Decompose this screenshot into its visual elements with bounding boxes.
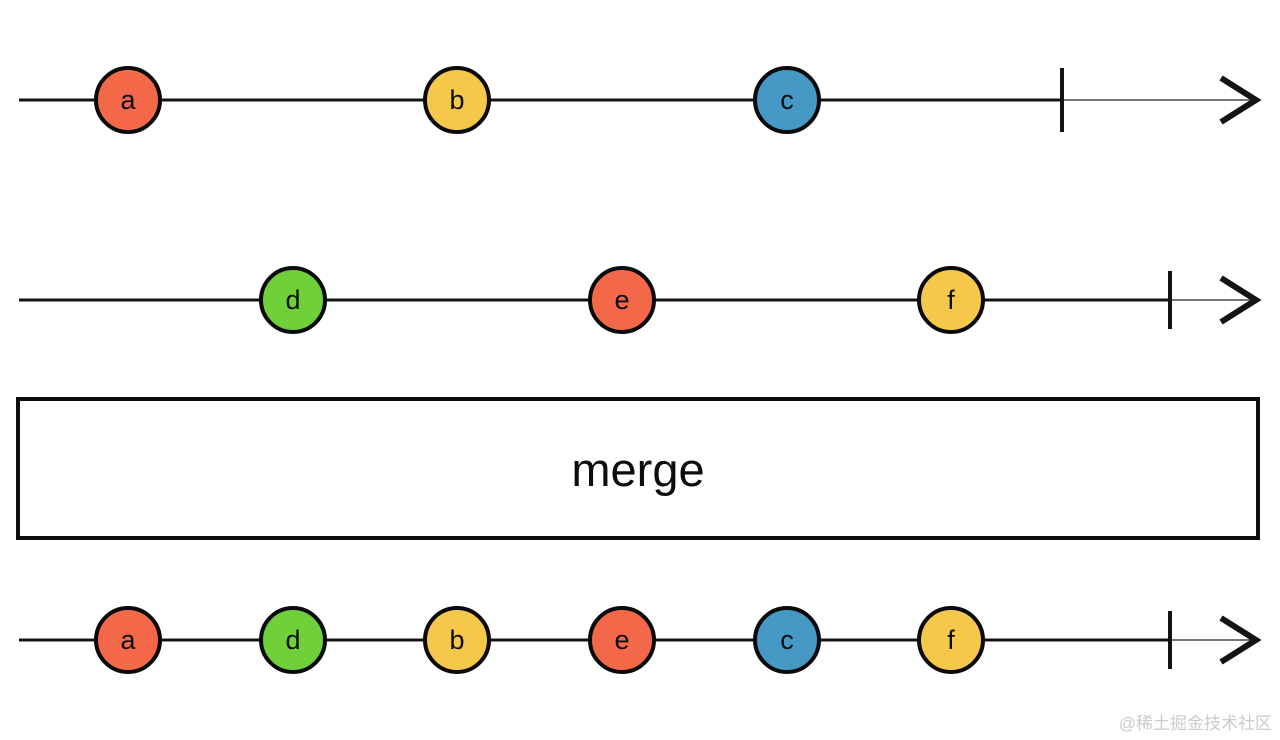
marble-a: a bbox=[94, 606, 162, 674]
timeline-arrowhead bbox=[1219, 75, 1262, 125]
marble-a: a bbox=[94, 66, 162, 134]
marble-e: e bbox=[588, 266, 656, 334]
marble-label: f bbox=[947, 625, 955, 655]
marble-circle bbox=[588, 606, 656, 674]
marble-circle bbox=[588, 266, 656, 334]
marble-circle bbox=[917, 606, 985, 674]
marble-b: b bbox=[423, 66, 491, 134]
marble-c: c bbox=[753, 606, 821, 674]
timeline-output: a d b e c f bbox=[19, 606, 1262, 674]
marble-circle bbox=[753, 606, 821, 674]
marble-label: a bbox=[120, 85, 136, 115]
marble-circle bbox=[753, 66, 821, 134]
marble-f: f bbox=[917, 266, 985, 334]
marble-f: f bbox=[917, 606, 985, 674]
operator-box: merge bbox=[16, 397, 1260, 540]
marble-label: e bbox=[614, 625, 629, 655]
marble-label: c bbox=[780, 625, 794, 655]
marble-circle bbox=[94, 66, 162, 134]
marble-label: a bbox=[120, 625, 136, 655]
marble-label: b bbox=[449, 85, 464, 115]
operator-box-frame bbox=[16, 397, 1260, 540]
marble-circle bbox=[259, 266, 327, 334]
marble-label: d bbox=[285, 625, 300, 655]
timeline-arrowhead bbox=[1219, 275, 1262, 325]
marble-circle bbox=[259, 606, 327, 674]
watermark-text: @稀土掘金技术社区 bbox=[1119, 714, 1272, 733]
timeline-source2: d e f bbox=[19, 266, 1262, 334]
marble-label: c bbox=[780, 85, 794, 115]
marble-circle bbox=[423, 606, 491, 674]
marble-circle bbox=[917, 266, 985, 334]
timeline-source1: a b c bbox=[19, 66, 1262, 134]
marble-label: b bbox=[449, 625, 464, 655]
marble-label: d bbox=[285, 285, 300, 315]
marble-d: d bbox=[259, 606, 327, 674]
marble-circle bbox=[423, 66, 491, 134]
marble-c: c bbox=[753, 66, 821, 134]
marble-b: b bbox=[423, 606, 491, 674]
marble-d: d bbox=[259, 266, 327, 334]
marble-e: e bbox=[588, 606, 656, 674]
marble-label: f bbox=[947, 285, 955, 315]
operator-label: merge bbox=[571, 443, 704, 496]
timeline-arrowhead bbox=[1219, 615, 1262, 665]
marble-label: e bbox=[614, 285, 629, 315]
marble-circle bbox=[94, 606, 162, 674]
